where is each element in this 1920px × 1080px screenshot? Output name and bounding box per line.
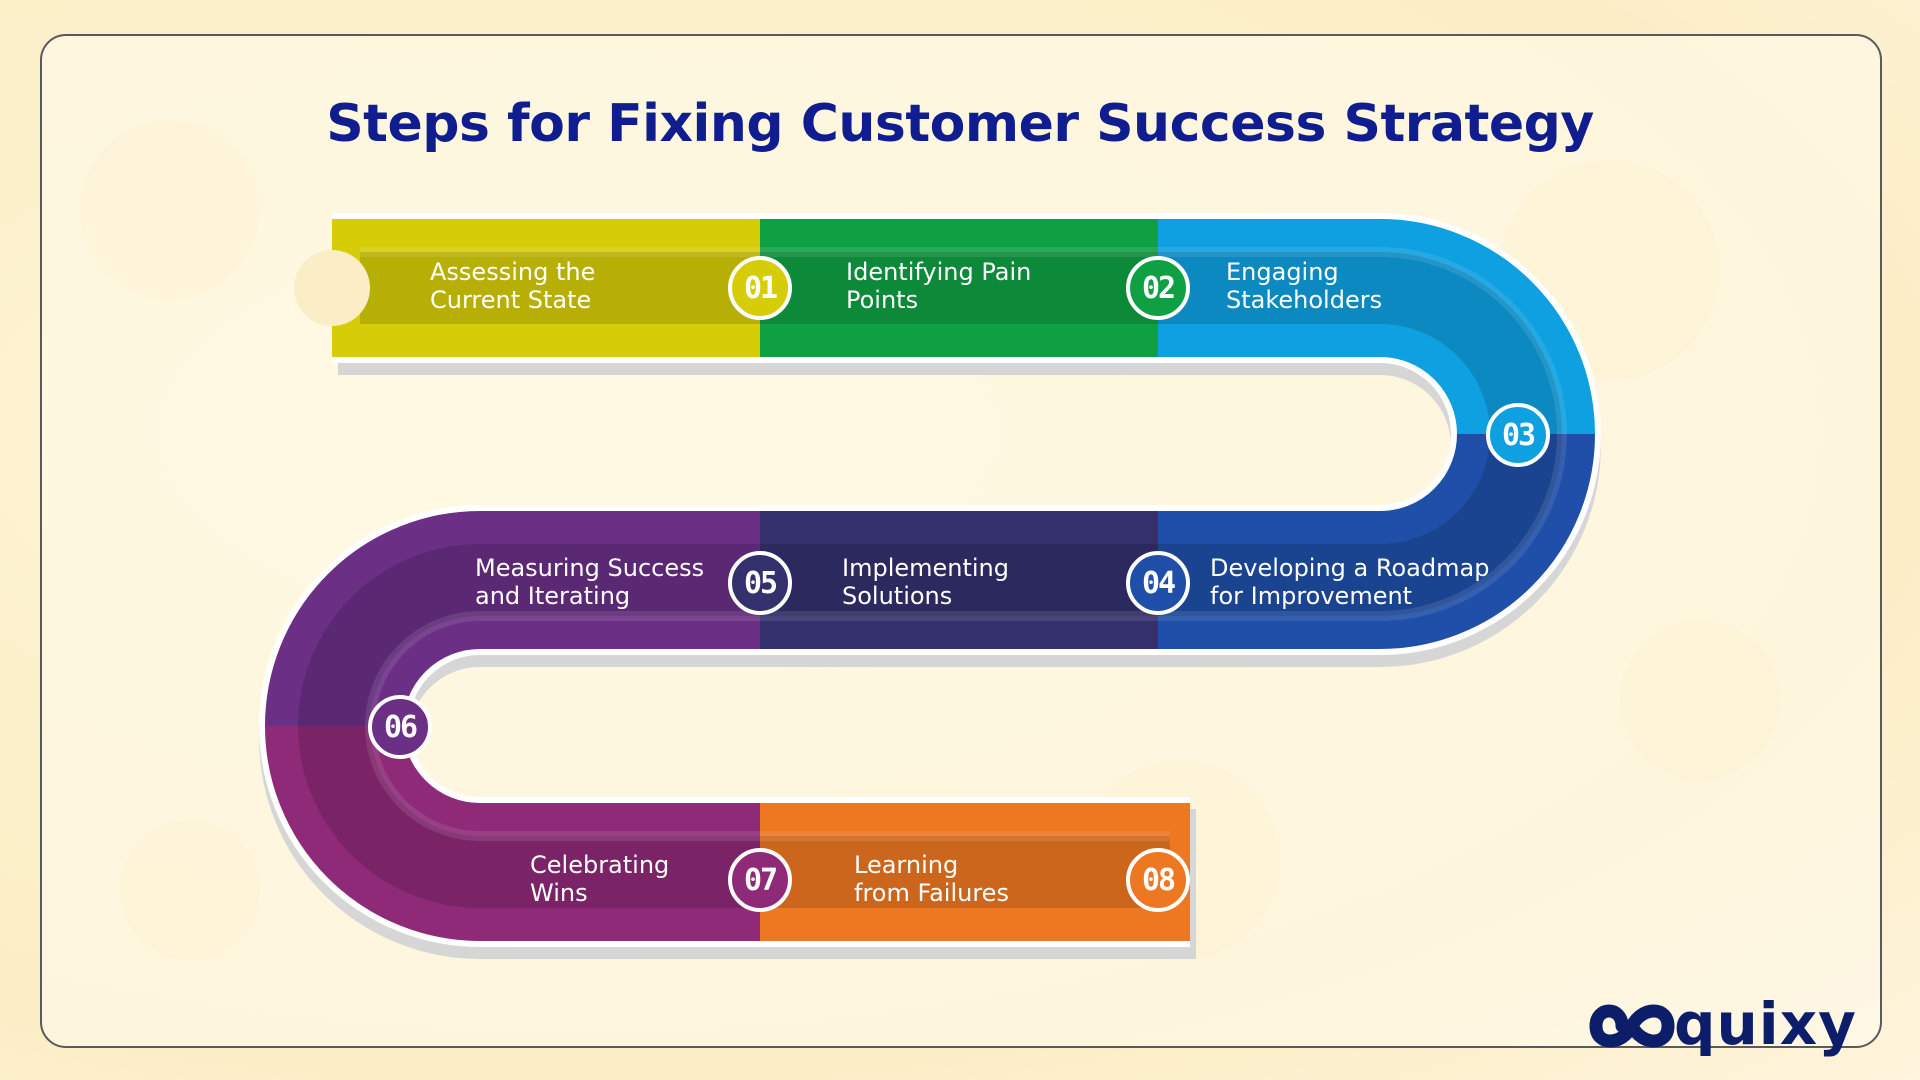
step-03-badge: 03	[1486, 403, 1550, 467]
step-06-number: 06	[383, 709, 418, 745]
infinity-knot-icon	[1589, 1004, 1675, 1048]
segment-03	[1158, 219, 1595, 437]
road-start-notch	[294, 250, 370, 326]
step-01-number: 01	[743, 270, 778, 306]
step-04-badge: 04	[1126, 551, 1190, 615]
segment-04	[1158, 431, 1595, 649]
segment-07	[265, 723, 760, 941]
step-07-number: 07	[743, 862, 778, 898]
segment-06	[265, 511, 760, 729]
step-08-number: 08	[1141, 862, 1176, 898]
step-03-number: 03	[1501, 417, 1536, 453]
page-title: Steps for Fixing Customer Success Strate…	[326, 94, 1594, 154]
step-05-badge: 05	[728, 551, 792, 615]
step-05-number: 05	[743, 565, 778, 601]
step-04-number: 04	[1141, 565, 1176, 601]
step-08-badge: 08	[1126, 848, 1190, 912]
step-02-badge: 02	[1126, 256, 1190, 320]
road-inner-lane	[298, 252, 1562, 908]
brand-name: quixy	[1674, 990, 1857, 1058]
step-02-number: 02	[1141, 270, 1176, 306]
step-01-badge: 01	[728, 256, 792, 320]
step-07-badge: 07	[728, 848, 792, 912]
step-06-badge: 06	[368, 695, 432, 759]
road-highlight	[360, 247, 1567, 841]
